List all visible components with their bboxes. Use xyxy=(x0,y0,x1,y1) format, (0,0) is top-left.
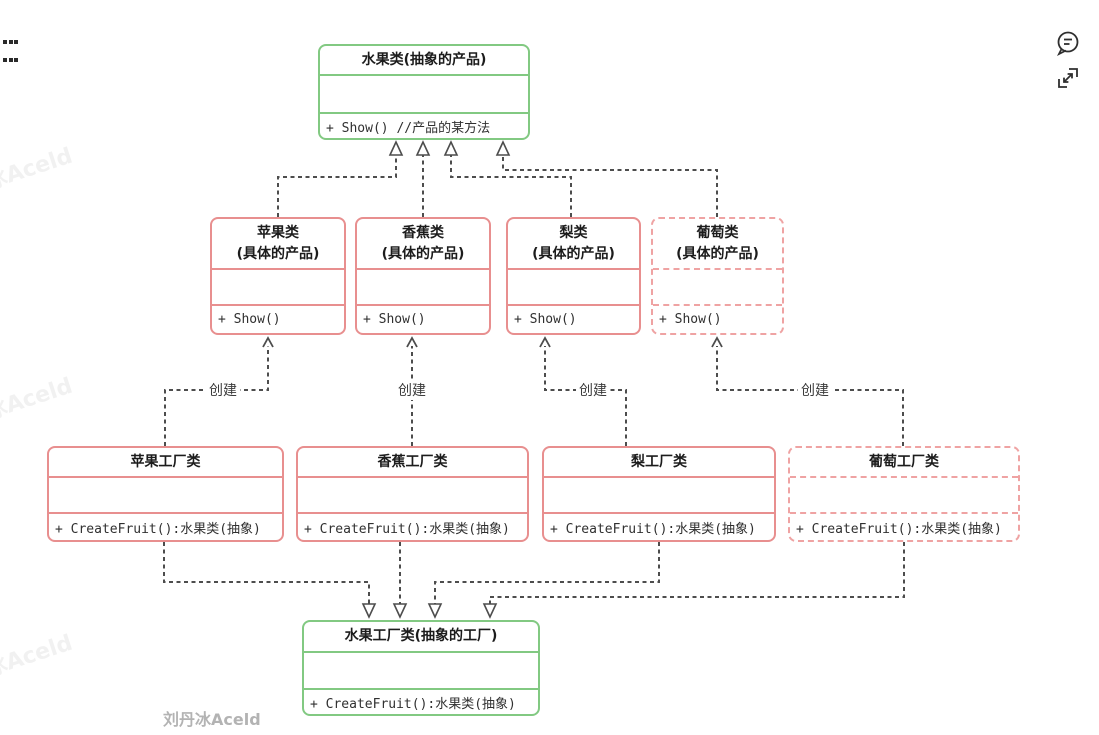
class-title: 葡萄工厂类 xyxy=(790,448,1018,478)
create-edge-label: 创建 xyxy=(395,380,429,400)
triangle-arrowhead xyxy=(482,603,498,619)
class-attributes-empty xyxy=(544,478,774,514)
edge-grape-product-inherits xyxy=(502,155,718,217)
class-title: 香蕉类 (具体的产品) xyxy=(357,219,489,270)
class-attributes-empty xyxy=(298,478,527,514)
class-attributes-empty xyxy=(212,270,344,306)
class-title: 水果工厂类(抽象的工厂) xyxy=(304,622,538,653)
class-method: + Show() xyxy=(514,312,577,327)
edge-apple-factory-inherits xyxy=(163,542,370,604)
open-arrowhead xyxy=(406,336,418,348)
edge-pear-product-inherits xyxy=(450,155,572,217)
create-edge-label: 创建 xyxy=(798,380,832,400)
open-arrowhead xyxy=(539,336,551,348)
class-attributes-empty xyxy=(508,270,639,306)
class-abstract-factory[interactable]: 水果工厂类(抽象的工厂) + CreateFruit():水果类(抽象) xyxy=(302,620,540,716)
class-method: + Show() xyxy=(218,312,281,327)
class-title: 梨类 (具体的产品) xyxy=(508,219,639,270)
open-arrowhead xyxy=(711,336,723,348)
class-banana-product[interactable]: 香蕉类 (具体的产品) + Show() xyxy=(355,217,491,335)
class-attributes-empty xyxy=(790,478,1018,514)
class-title: 水果类(抽象的产品) xyxy=(320,46,528,76)
class-attributes-empty xyxy=(357,270,489,306)
class-method: + CreateFruit():水果类(抽象) xyxy=(310,696,516,712)
class-title: 苹果工厂类 xyxy=(49,448,282,478)
create-edge-label: 创建 xyxy=(576,380,610,400)
edge-pear-factory-creates xyxy=(544,346,627,446)
expand-icon[interactable] xyxy=(1055,65,1081,91)
edge-grape-factory-inherits xyxy=(489,542,905,604)
class-title: 香蕉工厂类 xyxy=(298,448,527,478)
class-attributes-empty xyxy=(304,653,538,690)
class-attributes-empty xyxy=(49,478,282,514)
class-grape-product[interactable]: 葡萄类 (具体的产品) + Show() xyxy=(651,217,784,335)
class-method: + CreateFruit():水果类(抽象) xyxy=(55,521,261,537)
class-apple-product[interactable]: 苹果类 (具体的产品) + Show() xyxy=(210,217,346,335)
class-title: 梨工厂类 xyxy=(544,448,774,478)
class-attributes-empty xyxy=(653,270,782,306)
author-watermark: 刘丹冰Aceld xyxy=(163,710,261,729)
edge-grape-factory-creates xyxy=(716,346,904,446)
triangle-arrowhead xyxy=(495,140,511,156)
class-method: + CreateFruit():水果类(抽象) xyxy=(550,521,756,537)
class-pear-product[interactable]: 梨类 (具体的产品) + Show() xyxy=(506,217,641,335)
edge-apple-product-inherits xyxy=(277,155,397,217)
triangle-arrowhead xyxy=(415,140,431,156)
comment-icon[interactable] xyxy=(1054,30,1081,57)
class-abstract-product[interactable]: 水果类(抽象的产品) + Show() //产品的某方法 xyxy=(318,44,530,140)
class-method: + CreateFruit():水果类(抽象) xyxy=(796,521,1002,537)
class-method: + Show() //产品的某方法 xyxy=(326,120,491,136)
triangle-arrowhead xyxy=(427,603,443,619)
class-banana-factory[interactable]: 香蕉工厂类 + CreateFruit():水果类(抽象) xyxy=(296,446,529,542)
class-pear-factory[interactable]: 梨工厂类 + CreateFruit():水果类(抽象) xyxy=(542,446,776,542)
drag-handle-icon[interactable] xyxy=(3,40,18,62)
class-method: + Show() xyxy=(363,312,426,327)
class-title: 葡萄类 (具体的产品) xyxy=(653,219,782,270)
edge-pear-factory-inherits xyxy=(434,542,660,604)
triangle-arrowhead xyxy=(361,603,377,619)
triangle-arrowhead xyxy=(443,140,459,156)
class-title: 苹果类 (具体的产品) xyxy=(212,219,344,270)
class-method: + CreateFruit():水果类(抽象) xyxy=(304,521,510,537)
class-apple-factory[interactable]: 苹果工厂类 + CreateFruit():水果类(抽象) xyxy=(47,446,284,542)
create-edge-label: 创建 xyxy=(206,380,240,400)
class-method: + Show() xyxy=(659,312,722,327)
class-grape-factory[interactable]: 葡萄工厂类 + CreateFruit():水果类(抽象) xyxy=(788,446,1020,542)
open-arrowhead xyxy=(262,336,274,348)
class-attributes-empty xyxy=(320,76,528,114)
triangle-arrowhead xyxy=(388,140,404,156)
triangle-arrowhead xyxy=(392,603,408,619)
